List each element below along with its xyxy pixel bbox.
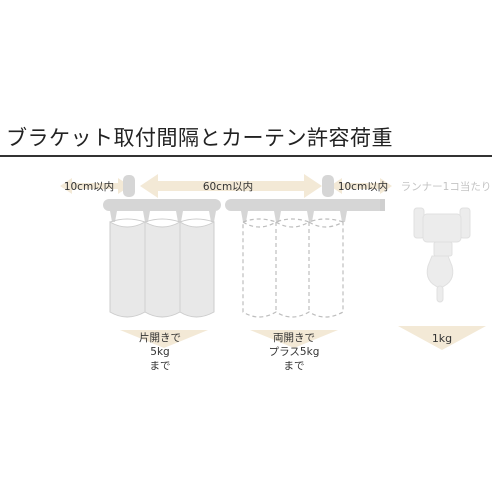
rail-end-cap xyxy=(380,199,385,211)
spacing-right-label: 10cm以内 xyxy=(338,180,388,193)
load-arrow-double xyxy=(250,330,338,348)
spacing-arrow-left xyxy=(60,178,130,194)
load-double-line3: まで xyxy=(284,360,305,372)
curtain-rail-left xyxy=(103,199,221,211)
bracket-left xyxy=(123,175,135,197)
load-double-line2: プラス5kg xyxy=(269,346,320,358)
load-single-line3: まで xyxy=(150,360,171,372)
load-double-line1: 両開きで xyxy=(273,332,315,344)
load-single-line2: 5kg xyxy=(150,346,169,358)
spacing-left-label: 10cm以内 xyxy=(64,180,114,193)
load-per-runner: 1kg xyxy=(432,332,452,345)
runner-illustration xyxy=(413,207,471,303)
load-arrow-runner xyxy=(398,326,486,350)
spacing-arrow-right xyxy=(330,178,392,194)
runner-hooks-left xyxy=(110,211,216,222)
bracket-right xyxy=(322,175,334,197)
runner-hooks-right xyxy=(241,211,347,222)
curtain-single-open xyxy=(109,218,215,318)
title-underline xyxy=(0,155,492,157)
spacing-middle-label: 60cm以内 xyxy=(203,180,253,193)
curtain-rail-right xyxy=(225,199,385,211)
runner-caption: ランナー1コ当たり xyxy=(401,180,492,193)
page-title: ブラケット取付間隔とカーテン許容荷重 xyxy=(6,126,393,150)
curtain-double-open xyxy=(242,218,344,318)
spacing-arrow-middle xyxy=(140,174,322,198)
load-arrow-single xyxy=(120,330,208,348)
load-single-line1: 片開きで xyxy=(139,331,181,344)
